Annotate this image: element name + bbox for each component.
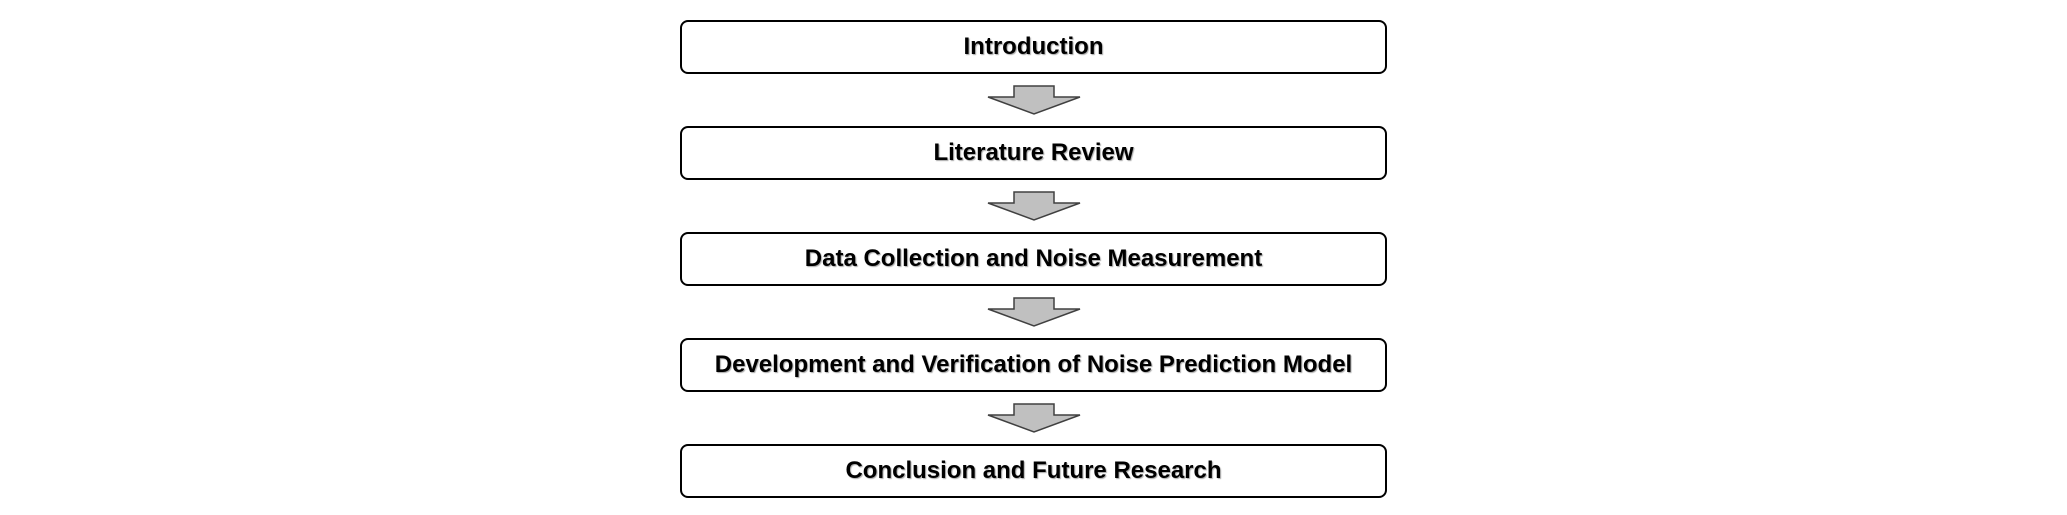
step-label: Conclusion and Future Research — [845, 457, 1222, 484]
flowchart: Introduction Literature Review Data Coll… — [680, 20, 1387, 498]
step-introduction: Introduction — [680, 20, 1387, 74]
step-label: Introduction — [963, 33, 1104, 60]
step-development-verification: Development and Verification of Noise Pr… — [680, 338, 1387, 392]
step-conclusion: Conclusion and Future Research — [680, 444, 1387, 498]
flow-arrow-1 — [680, 74, 1387, 126]
flow-arrow-4 — [680, 392, 1387, 444]
step-label: Literature Review — [933, 139, 1134, 166]
down-arrow-icon — [987, 85, 1080, 115]
down-arrow-icon — [987, 191, 1080, 221]
step-label: Development and Verification of Noise Pr… — [714, 351, 1353, 378]
step-label: Data Collection and Noise Measurement — [804, 245, 1263, 272]
flow-arrow-3 — [680, 286, 1387, 338]
step-literature-review: Literature Review — [680, 126, 1387, 180]
flow-arrow-2 — [680, 180, 1387, 232]
down-arrow-icon — [987, 403, 1080, 433]
down-arrow-icon — [987, 297, 1080, 327]
step-data-collection: Data Collection and Noise Measurement — [680, 232, 1387, 286]
